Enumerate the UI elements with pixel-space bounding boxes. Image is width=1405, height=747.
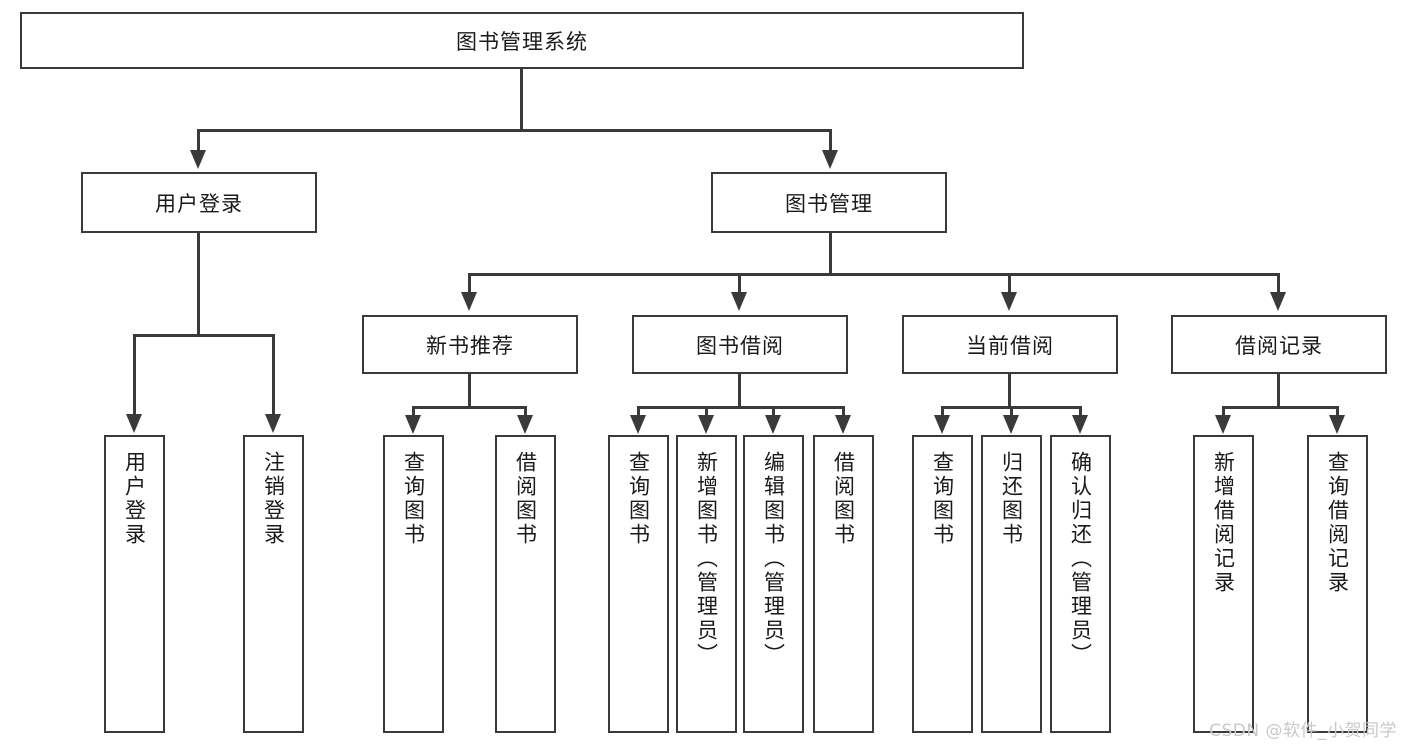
arrowhead-leaf-query-record bbox=[1329, 415, 1345, 434]
leaf-borrow-book-1[interactable]: 借阅图书 bbox=[495, 435, 556, 733]
node-new-book-recommend[interactable]: 新书推荐 bbox=[362, 315, 578, 374]
leaf-label: 用户登录 bbox=[122, 451, 147, 547]
edge-br-bus bbox=[1222, 406, 1339, 409]
edge-bm-drop-3 bbox=[1008, 273, 1011, 295]
edge-bm-drop-2 bbox=[738, 273, 741, 295]
leaf-query-book-2[interactable]: 查询图书 bbox=[608, 435, 669, 733]
edge-root-bus bbox=[197, 129, 832, 132]
edge-nbr-drop-2 bbox=[524, 406, 527, 418]
leaf-label: 新增借阅记录 bbox=[1211, 451, 1236, 595]
edge-bb-drop-3 bbox=[772, 406, 775, 418]
arrowhead-leaf-query-book-1 bbox=[405, 415, 421, 434]
edge-cb-stem bbox=[1008, 374, 1011, 408]
leaf-label: 注销登录 bbox=[261, 451, 286, 547]
leaf-add-record[interactable]: 新增借阅记录 bbox=[1193, 435, 1254, 733]
leaf-label: 编辑图书（管理员） bbox=[761, 451, 786, 667]
leaf-logout-login[interactable]: 注销登录 bbox=[243, 435, 304, 733]
edge-book-management-bus bbox=[468, 273, 1280, 276]
edge-user-login-bus bbox=[133, 334, 275, 337]
arrowhead-leaf-add-book bbox=[698, 415, 714, 434]
edge-bb-bus bbox=[637, 406, 845, 409]
node-current-borrow[interactable]: 当前借阅 bbox=[902, 315, 1118, 374]
edge-bb-drop-1 bbox=[637, 406, 640, 418]
leaf-edit-book[interactable]: 编辑图书（管理员） bbox=[743, 435, 804, 733]
leaf-label: 查询图书 bbox=[626, 451, 651, 547]
leaf-add-book[interactable]: 新增图书（管理员） bbox=[676, 435, 737, 733]
arrowhead-borrow-record bbox=[1270, 292, 1286, 311]
arrowhead-leaf-logout-login bbox=[265, 414, 281, 433]
arrowhead-user-login bbox=[190, 150, 206, 169]
arrowhead-leaf-confirm-return bbox=[1072, 415, 1088, 434]
arrowhead-current-borrow bbox=[1001, 292, 1017, 311]
edge-user-login-drop-1 bbox=[133, 334, 136, 416]
edge-root-stem bbox=[520, 69, 523, 131]
edge-bb-stem bbox=[738, 374, 741, 408]
node-book-borrow[interactable]: 图书借阅 bbox=[632, 315, 848, 374]
arrowhead-leaf-borrow-book-1 bbox=[517, 415, 533, 434]
edge-bb-drop-4 bbox=[842, 406, 845, 418]
arrowhead-leaf-return-book bbox=[1003, 415, 1019, 434]
leaf-label: 查询图书 bbox=[930, 451, 955, 547]
arrowhead-leaf-query-book-3 bbox=[934, 415, 950, 434]
node-borrow-record[interactable]: 借阅记录 bbox=[1171, 315, 1387, 374]
edge-br-drop-1 bbox=[1222, 406, 1225, 418]
leaf-label: 借阅图书 bbox=[513, 451, 538, 547]
arrowhead-new-book-recommend bbox=[461, 292, 477, 311]
arrowhead-book-management bbox=[822, 150, 838, 169]
edge-book-management-stem bbox=[829, 233, 832, 275]
edge-root-to-user-login bbox=[197, 129, 200, 153]
arrowhead-leaf-edit-book bbox=[765, 415, 781, 434]
node-book-management[interactable]: 图书管理 bbox=[711, 172, 947, 233]
arrowhead-leaf-user-login bbox=[126, 414, 142, 433]
leaf-label: 借阅图书 bbox=[831, 451, 856, 547]
edge-user-login-drop-2 bbox=[272, 334, 275, 416]
edge-cb-drop-2 bbox=[1010, 406, 1013, 418]
edge-nbr-drop-1 bbox=[412, 406, 415, 418]
node-label: 用户登录 bbox=[155, 191, 243, 216]
watermark: CSDN @软件_小贺同学 bbox=[1209, 721, 1397, 741]
node-label: 当前借阅 bbox=[966, 333, 1054, 358]
leaf-borrow-book-2[interactable]: 借阅图书 bbox=[813, 435, 874, 733]
edge-bm-drop-1 bbox=[468, 273, 471, 295]
node-label: 图书借阅 bbox=[696, 333, 784, 358]
node-book-management-system[interactable]: 图书管理系统 bbox=[20, 12, 1024, 69]
edge-cb-drop-1 bbox=[941, 406, 944, 418]
node-label: 图书管理系统 bbox=[456, 29, 588, 54]
arrowhead-book-borrow bbox=[731, 292, 747, 311]
leaf-query-book-1[interactable]: 查询图书 bbox=[383, 435, 444, 733]
leaf-return-book[interactable]: 归还图书 bbox=[981, 435, 1042, 733]
edge-br-stem bbox=[1277, 374, 1280, 408]
edge-bm-drop-4 bbox=[1277, 273, 1280, 295]
leaf-label: 确认归还（管理员） bbox=[1068, 451, 1093, 667]
leaf-user-login[interactable]: 用户登录 bbox=[104, 435, 165, 733]
node-label: 图书管理 bbox=[785, 191, 873, 216]
arrowhead-leaf-query-book-2 bbox=[630, 415, 646, 434]
node-label: 新书推荐 bbox=[426, 333, 514, 358]
edge-cb-drop-3 bbox=[1079, 406, 1082, 418]
leaf-query-book-3[interactable]: 查询图书 bbox=[912, 435, 973, 733]
node-user-login[interactable]: 用户登录 bbox=[81, 172, 317, 233]
leaf-query-record[interactable]: 查询借阅记录 bbox=[1307, 435, 1368, 733]
edge-user-login-stem bbox=[197, 233, 200, 336]
leaf-label: 归还图书 bbox=[999, 451, 1024, 547]
edge-nbr-bus bbox=[412, 406, 527, 409]
leaf-confirm-return[interactable]: 确认归还（管理员） bbox=[1050, 435, 1111, 733]
edge-bb-drop-2 bbox=[705, 406, 708, 418]
edge-br-drop-2 bbox=[1336, 406, 1339, 418]
node-label: 借阅记录 bbox=[1235, 333, 1323, 358]
leaf-label: 查询图书 bbox=[401, 451, 426, 547]
arrowhead-leaf-add-record bbox=[1215, 415, 1231, 434]
leaf-label: 新增图书（管理员） bbox=[694, 451, 719, 667]
arrowhead-leaf-borrow-book-2 bbox=[835, 415, 851, 434]
edge-root-to-book-management bbox=[829, 129, 832, 153]
edge-nbr-stem bbox=[468, 374, 471, 408]
leaf-label: 查询借阅记录 bbox=[1325, 451, 1350, 595]
